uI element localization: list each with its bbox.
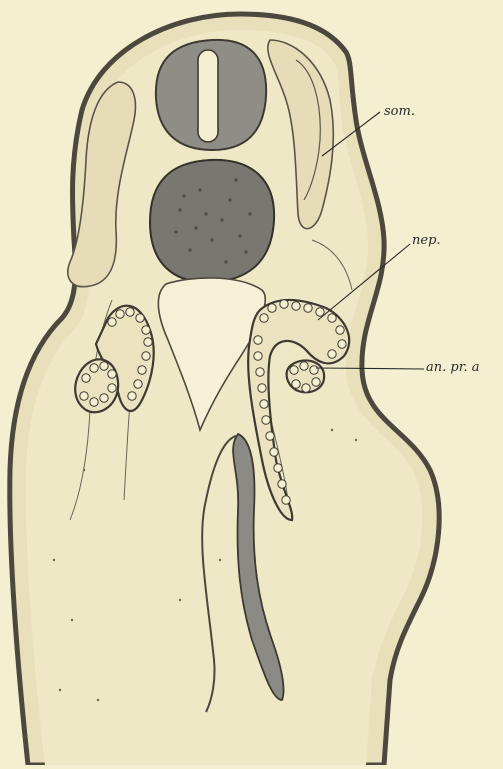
epithelial-cell xyxy=(90,398,98,406)
epithelial-cell xyxy=(142,352,150,360)
epithelial-cell xyxy=(126,308,134,316)
stipple-dot xyxy=(71,619,73,621)
stipple-dot xyxy=(224,260,227,263)
epithelial-cell xyxy=(138,366,146,374)
stipple-dot xyxy=(53,559,55,561)
epithelial-cell xyxy=(292,302,300,310)
epithelial-cell xyxy=(270,448,278,456)
epithelial-cell xyxy=(328,350,336,358)
epithelial-cell xyxy=(128,392,136,400)
epithelial-cell xyxy=(80,392,88,400)
stipple-dot xyxy=(182,194,185,197)
stipple-dot xyxy=(248,212,251,215)
epithelial-cell xyxy=(304,304,312,312)
epithelial-cell xyxy=(300,362,308,370)
stipple-dot xyxy=(174,230,177,233)
epithelial-cell xyxy=(266,432,274,440)
epithelial-cell xyxy=(144,338,152,346)
epithelial-cell xyxy=(256,368,264,376)
epithelial-cell xyxy=(254,336,262,344)
epithelial-cell xyxy=(258,384,266,392)
label-anterior-process: an. pr. a xyxy=(426,360,480,375)
stipple-dot xyxy=(194,226,197,229)
epithelial-cell xyxy=(142,326,150,334)
neural-canal xyxy=(198,50,218,142)
stipple-dot xyxy=(179,599,181,601)
notochord xyxy=(150,160,274,282)
stipple-dot xyxy=(59,689,61,691)
epithelial-cell xyxy=(302,384,310,392)
stipple-dot xyxy=(244,250,247,253)
stipple-dot xyxy=(234,178,237,181)
epithelial-cell xyxy=(274,464,282,472)
epithelial-cell xyxy=(136,314,144,322)
stipple-dot xyxy=(178,208,181,211)
epithelial-cell xyxy=(108,384,116,392)
epithelial-cell xyxy=(328,314,336,322)
stipple-dot xyxy=(355,439,357,441)
stipple-dot xyxy=(220,218,223,221)
epithelial-cell xyxy=(100,362,108,370)
epithelial-cell xyxy=(108,318,116,326)
epithelial-cell xyxy=(316,308,324,316)
stipple-dot xyxy=(219,559,221,561)
stipple-dot xyxy=(97,699,99,701)
epithelial-cell xyxy=(260,400,268,408)
stipple-dot xyxy=(210,238,213,241)
epithelial-cell xyxy=(108,370,116,378)
epithelial-cell xyxy=(292,380,300,388)
epithelial-cell xyxy=(290,366,298,374)
stipple-dot xyxy=(83,469,85,471)
epithelial-cell xyxy=(100,394,108,402)
epithelial-cell xyxy=(278,480,286,488)
epithelial-cell xyxy=(282,496,290,504)
epithelial-cell xyxy=(254,352,262,360)
epithelial-cell xyxy=(280,300,288,308)
epithelial-cell xyxy=(338,340,346,348)
stipple-dot xyxy=(204,212,207,215)
epithelial-cell xyxy=(336,326,344,334)
epithelial-cell xyxy=(310,366,318,374)
epithelial-cell xyxy=(268,304,276,312)
stipple-dot xyxy=(228,198,231,201)
stipple-dot xyxy=(331,429,333,431)
epithelial-cell xyxy=(90,364,98,372)
stipple-dot xyxy=(188,248,191,251)
epithelial-cell xyxy=(312,378,320,386)
epithelial-cell xyxy=(260,314,268,322)
label-somite: som. xyxy=(384,104,415,119)
epithelial-cell xyxy=(262,416,270,424)
epithelial-cell xyxy=(116,310,124,318)
label-nephrotome: nep. xyxy=(412,233,441,248)
epithelial-cell xyxy=(82,374,90,382)
stipple-dot xyxy=(238,234,241,237)
stipple-dot xyxy=(198,188,201,191)
epithelial-cell xyxy=(134,380,142,388)
